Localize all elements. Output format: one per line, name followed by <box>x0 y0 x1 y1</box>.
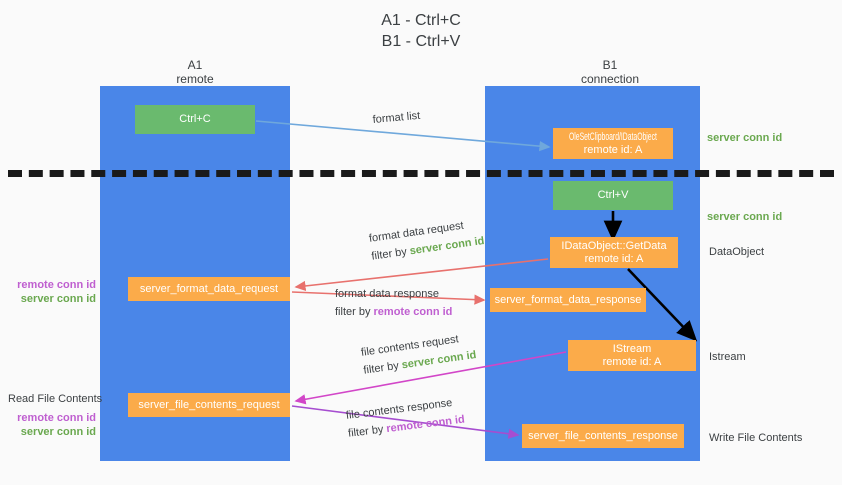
filter-by-text-2: filter by <box>335 306 371 318</box>
filter-by-text-1: filter by <box>370 245 408 263</box>
label-left-server-conn-id-1: server conn id <box>20 293 96 305</box>
edge-label-file-contents-request: file contents request filter by server c… <box>360 329 477 378</box>
edge-label-format-data-request: format data request filter by server con… <box>368 215 485 264</box>
label-dataobject: DataObject <box>709 246 765 258</box>
label-left-conn-ids-1: remote conn id server conn id <box>8 278 96 306</box>
edge-label-file-contents-response: file contents response filter by remote … <box>345 394 466 442</box>
label-left-remote-conn-id-2: remote conn id <box>17 412 96 424</box>
node-server-file-contents-request[interactable]: server_file_contents_request <box>128 393 290 417</box>
node-ole-set-clipboard-head: OleSetClipboard/IDataObject <box>569 130 657 143</box>
label-read-file-contents: Read File Contents <box>8 393 103 405</box>
dashed-divider <box>8 170 834 177</box>
label-write-file-contents: Write File Contents <box>709 432 803 444</box>
column-header-a1: A1 remote <box>176 58 214 86</box>
node-ole-set-clipboard-id: remote id: A <box>583 143 643 156</box>
edge-label-format-data-response-text: format data response <box>335 288 439 300</box>
edge-label-format-list-text: format list <box>372 109 421 126</box>
label-istream: Istream <box>709 351 746 363</box>
node-ctrl-v[interactable]: Ctrl+V <box>553 181 673 210</box>
edge-label-format-data-response: format data response filter by remote co… <box>335 286 452 320</box>
node-ole-set-clipboard[interactable]: OleSetClipboard/IDataObject remote id: A <box>553 128 673 159</box>
label-right-server-conn-id-1: server conn id <box>707 132 783 144</box>
edge-label-format-data-response-filter: filter by remote conn id <box>335 304 452 320</box>
node-ctrl-c[interactable]: Ctrl+C <box>135 105 255 134</box>
label-left-server-conn-id-2: server conn id <box>20 426 96 438</box>
edge-label-format-list: format list <box>372 108 421 128</box>
diagram-title: A1 - Ctrl+C B1 - Ctrl+V <box>381 12 461 50</box>
node-idataobject-getdata[interactable]: IDataObject::GetData remote id: A <box>550 237 678 268</box>
remote-conn-id-text-1: remote conn id <box>373 306 453 318</box>
node-istream[interactable]: IStream remote id: A <box>568 340 696 371</box>
node-server-format-data-request[interactable]: server_format_data_request <box>128 277 290 301</box>
label-left-conn-ids-2: remote conn id server conn id <box>8 411 96 439</box>
filter-by-text-4: filter by <box>347 423 385 440</box>
filter-by-text-3: filter by <box>362 359 400 377</box>
label-right-server-conn-id-2: server conn id <box>707 211 783 223</box>
node-server-format-data-response[interactable]: server_format_data_response <box>490 288 646 312</box>
label-left-remote-conn-id-1: remote conn id <box>17 279 96 291</box>
column-header-b1: B1 connection <box>580 58 640 86</box>
node-server-file-contents-response[interactable]: server_file_contents_response <box>522 424 684 448</box>
